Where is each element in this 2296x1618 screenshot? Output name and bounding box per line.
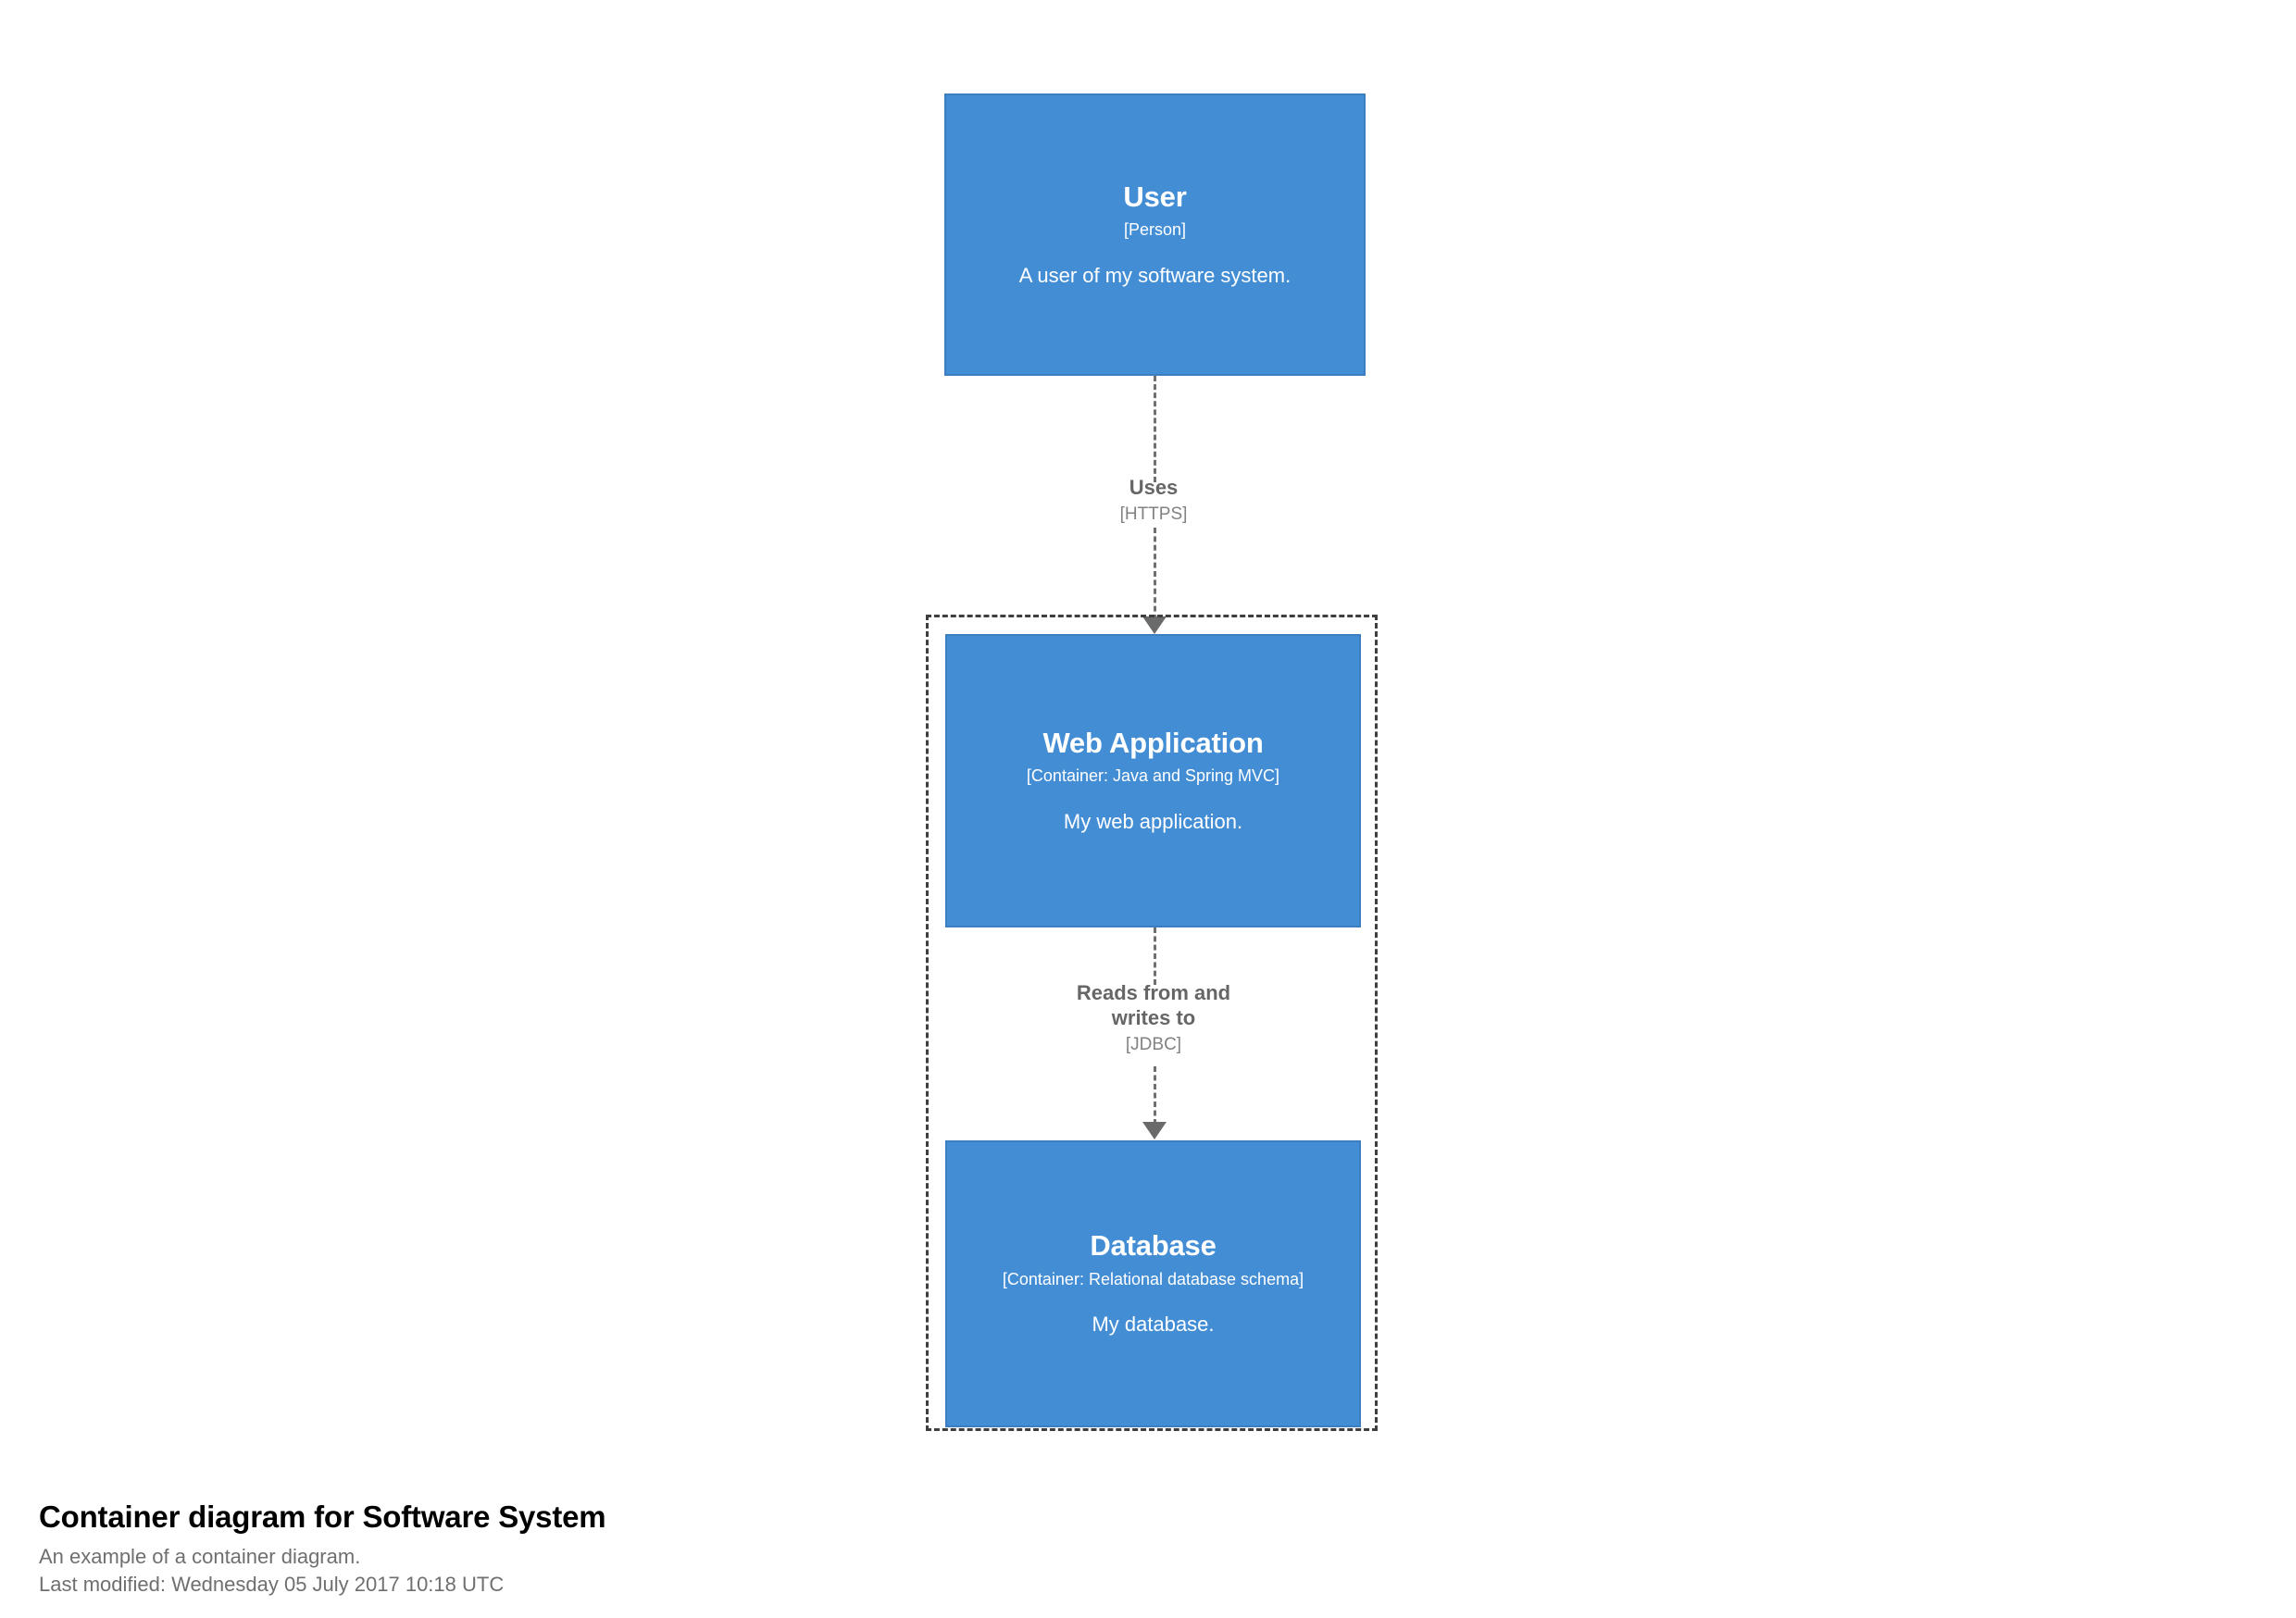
element-web-application-description: My web application. — [1063, 809, 1243, 833]
relationship-user-uses-webapp-line-upper — [1154, 376, 1156, 482]
element-user[interactable]: User [Person] A user of my software syst… — [944, 93, 1366, 376]
relationship-webapp-database-line-lower — [1154, 1066, 1156, 1125]
element-web-application-technology: [Container: Java and Spring MVC] — [1026, 766, 1280, 786]
relationship-readswrites-description-line2: writes to — [1111, 1005, 1196, 1029]
element-database-name: Database — [1090, 1229, 1217, 1263]
relationship-readswrites-technology: [JDBC] — [1125, 1034, 1182, 1054]
element-database[interactable]: Database [Container: Relational database… — [945, 1140, 1361, 1427]
diagram-last-modified: Last modified: Wednesday 05 July 2017 10… — [39, 1572, 505, 1596]
software-system-boundary — [926, 615, 1378, 1431]
element-web-application[interactable]: Web Application [Container: Java and Spr… — [945, 634, 1361, 927]
relationship-readswrites-description-line1: Reads from and — [1076, 981, 1231, 1004]
relationship-user-uses-webapp-line-lower — [1154, 528, 1156, 620]
element-web-application-name: Web Application — [1042, 726, 1264, 759]
relationship-uses-technology: [HTTPS] — [1119, 504, 1188, 524]
arrow-down-icon — [1142, 1122, 1167, 1139]
element-user-name: User — [1123, 180, 1187, 213]
relationship-webapp-database-line-upper — [1154, 927, 1156, 985]
element-database-technology: [Container: Relational database schema] — [1002, 1269, 1304, 1288]
diagram-caption: Container diagram for Software System An… — [39, 1500, 1335, 1598]
relationship-uses-description: Uses — [1129, 476, 1179, 499]
arrow-down-icon — [1142, 616, 1167, 634]
relationship-user-uses-webapp-label: Uses [HTTPS] — [1015, 476, 1292, 525]
element-user-description: A user of my software system. — [1018, 263, 1292, 287]
diagram-description: An example of a container diagram. — [39, 1545, 361, 1569]
diagram-title: Container diagram for Software System — [39, 1500, 606, 1535]
element-database-description: My database. — [1092, 1313, 1215, 1337]
relationship-webapp-database-label: Reads from and writes to [JDBC] — [1015, 981, 1292, 1055]
element-user-technology: [Person] — [1123, 220, 1187, 240]
